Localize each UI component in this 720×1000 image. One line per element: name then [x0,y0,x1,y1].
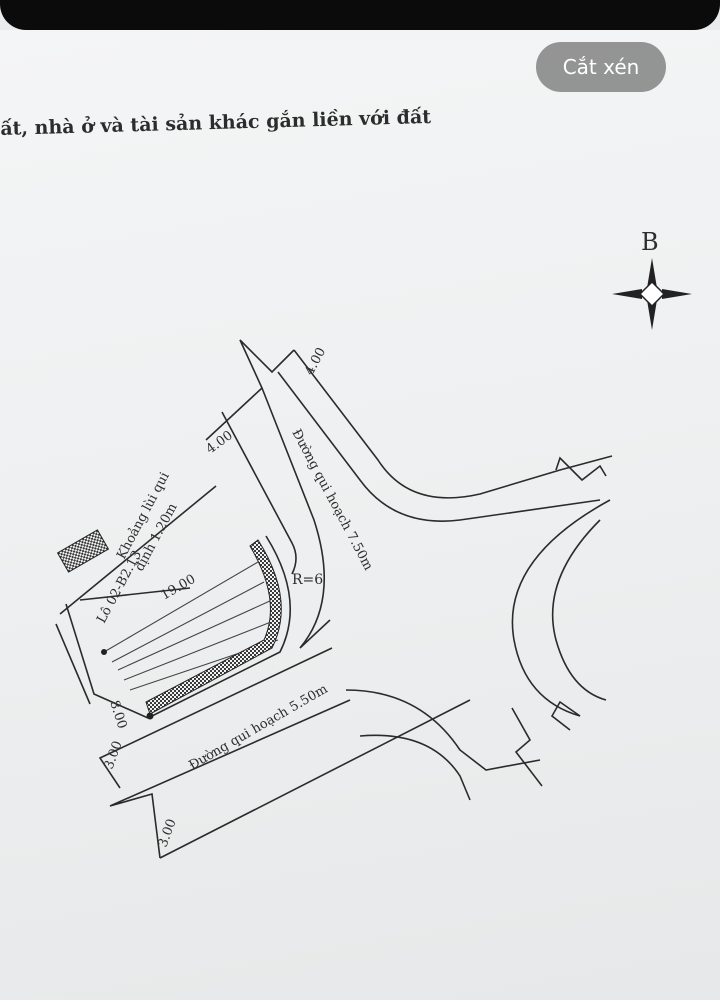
sidewalk-top-left-label: 4.00 [204,428,236,457]
lot-width-label: 8.00 [106,699,129,731]
compass-north-icon [612,258,692,330]
lot-label: Lô 02-B2.13 [94,548,145,626]
lot-corner-marker [101,649,107,655]
sidewalk-bottom-right-label: 3.00 [156,817,180,849]
road-750-label: Đường qui hoạch 7.50m [288,427,375,573]
crop-button[interactable]: Cắt xén [536,42,666,92]
setback-legend-swatch [56,529,110,573]
road-550-label: Đường qui hoạch 5.50m [187,682,331,774]
compass-north-label: B [641,228,659,256]
setback-band [145,539,282,715]
document-photo [0,30,720,1000]
corner-radius-label: R=6 [292,572,323,588]
top-status-bar [0,0,720,30]
road-linework [55,339,613,859]
sidewalk-bottom-left-label: 3.00 [102,739,126,771]
lot-corner-marker [146,712,154,720]
sidewalk-top-right-label: 4.00 [302,345,329,378]
lot-length-label: 19.00 [159,572,199,604]
